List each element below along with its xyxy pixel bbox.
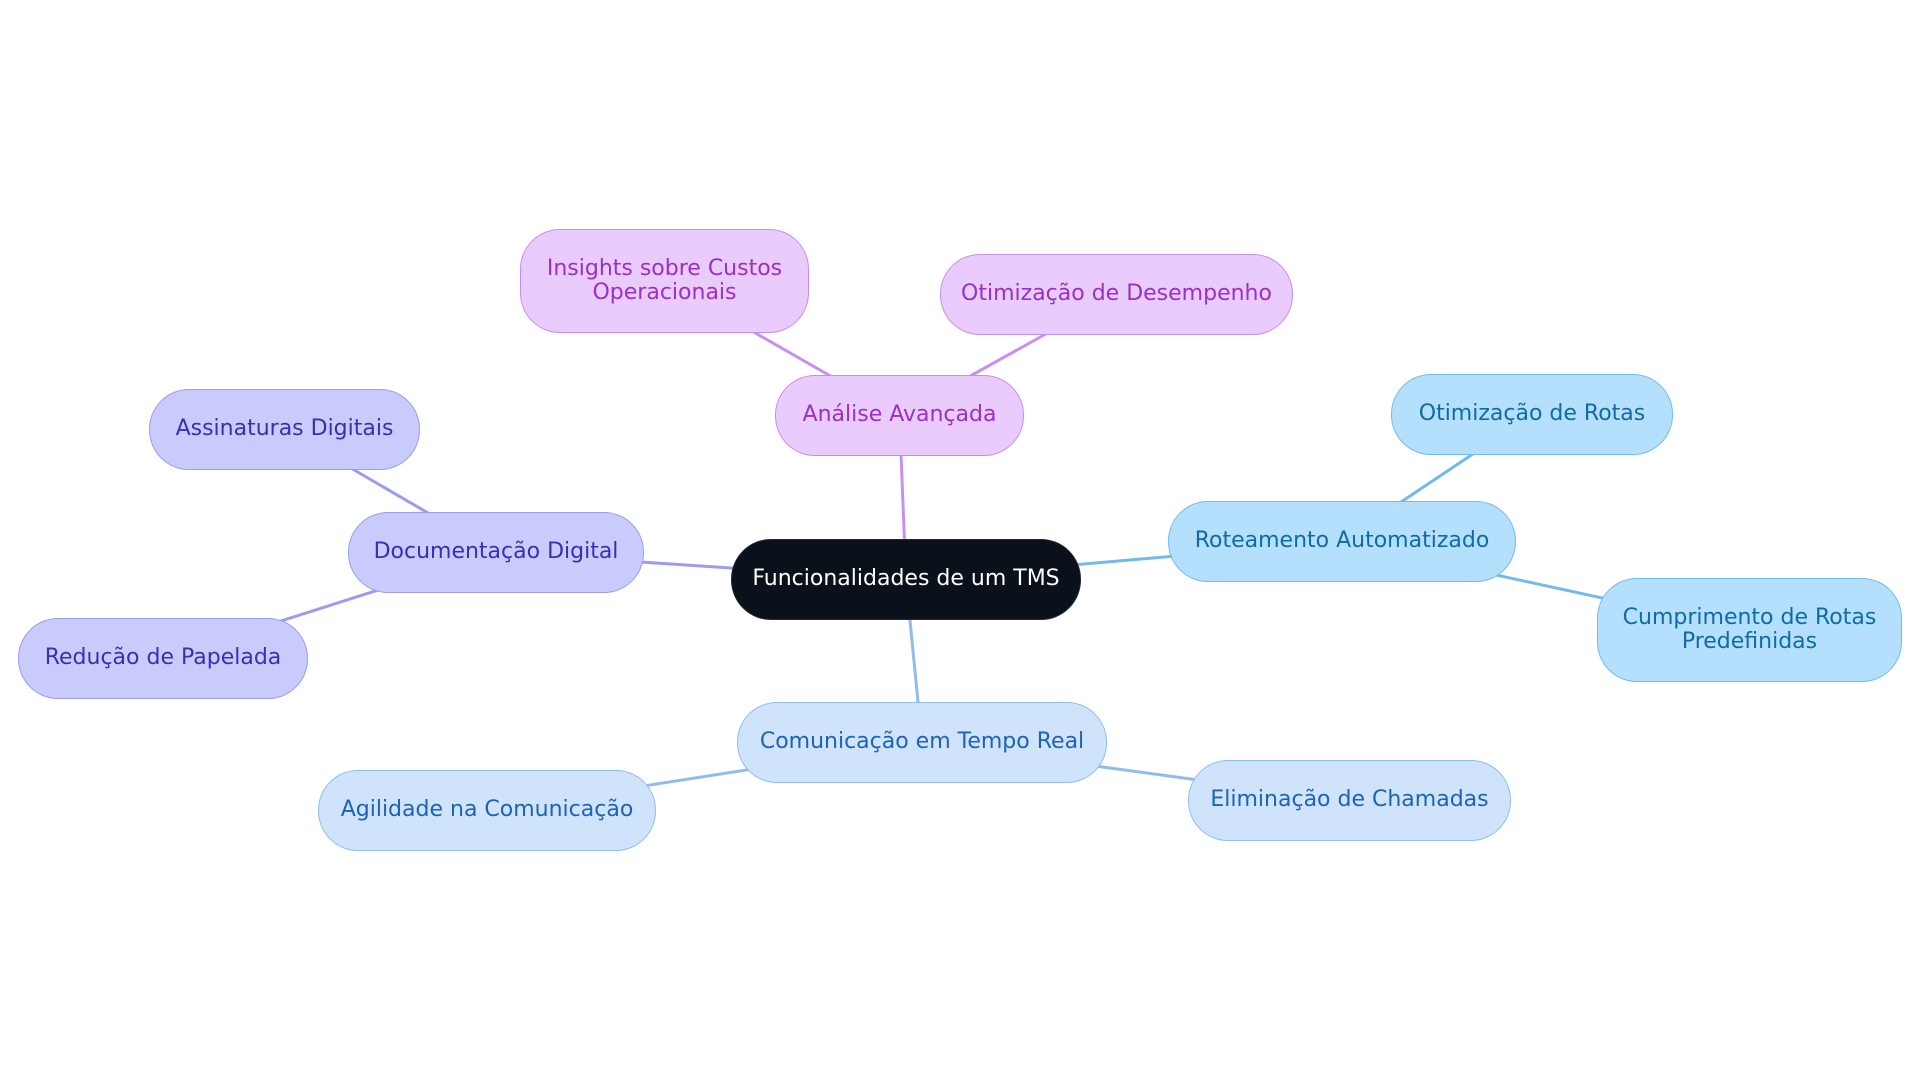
node-otimizacao-rotas[interactable]: Otimização de Rotas [1391, 374, 1673, 455]
node-roteamento-automatizado[interactable]: Roteamento Automatizado [1168, 501, 1516, 582]
node-insights-custos-operacionais[interactable]: Insights sobre Custos Operacionais [520, 229, 809, 333]
node-comunicacao-tempo-real[interactable]: Comunicação em Tempo Real [737, 702, 1107, 783]
node-reducao-papelada[interactable]: Redução de Papelada [18, 618, 308, 699]
node-eliminacao-chamadas[interactable]: Eliminação de Chamadas [1188, 760, 1511, 841]
node-analise-avancada[interactable]: Análise Avançada [775, 375, 1024, 456]
node-documentacao-digital[interactable]: Documentação Digital [348, 512, 644, 593]
node-assinaturas-digitais[interactable]: Assinaturas Digitais [149, 389, 420, 470]
node-cumprimento-rotas-predefinidas[interactable]: Cumprimento de Rotas Predefinidas [1597, 578, 1902, 682]
node-otimizacao-desempenho[interactable]: Otimização de Desempenho [940, 254, 1293, 335]
node-agilidade-comunicacao[interactable]: Agilidade na Comunicação [318, 770, 656, 851]
central-node-funcionalidades-tms[interactable]: Funcionalidades de um TMS [731, 539, 1081, 620]
